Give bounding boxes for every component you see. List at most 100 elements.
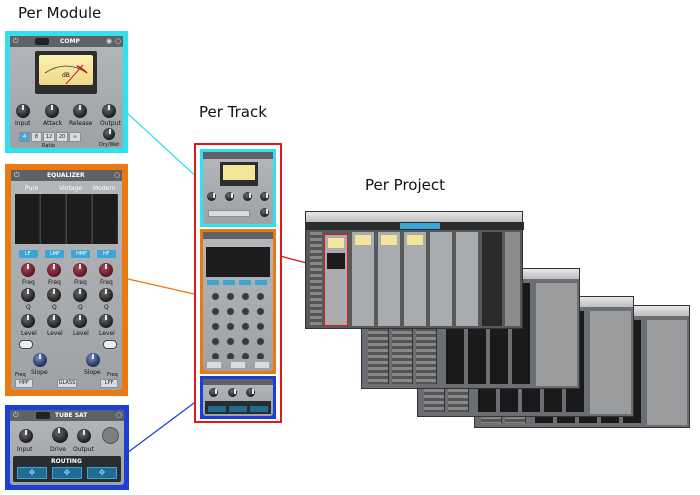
highshelf-toggle[interactable]: [103, 340, 117, 349]
mode-modern[interactable]: Modern: [93, 185, 116, 192]
release-knob[interactable]: [73, 104, 87, 118]
power-icon[interactable]: ⏻: [13, 411, 19, 419]
ratio-button-4[interactable]: 4: [19, 132, 30, 142]
eq-title: EQUALIZER: [47, 172, 85, 179]
level-knob[interactable]: [47, 314, 61, 328]
project-highlighted-track[interactable]: [324, 234, 348, 326]
comp-module[interactable]: ⏻ COMP ◉ ○ dB Input Attack Release Outpu…: [5, 31, 128, 153]
freq-label: Freq: [107, 372, 118, 378]
band-hmf-button[interactable]: HMF: [71, 250, 90, 258]
per-track-heading: Per Track: [199, 103, 267, 121]
comp-header: ⏻ COMP ◉ ○: [10, 36, 123, 47]
sat-connector: [126, 396, 203, 454]
bypass-toggle[interactable]: [36, 412, 50, 419]
drive-knob[interactable]: [52, 427, 68, 443]
close-icon[interactable]: ○: [116, 411, 123, 419]
eq-connector: [127, 278, 204, 297]
q-knob[interactable]: [99, 288, 113, 302]
routing-right-button[interactable]: ✥: [87, 467, 117, 479]
q-label: Q: [26, 304, 31, 311]
per-project-heading: Per Project: [365, 176, 445, 194]
comp-title: COMP: [60, 38, 80, 45]
band-lf-button[interactable]: LF: [19, 250, 38, 258]
level-label: Level: [73, 330, 89, 337]
hpf-slope-knob[interactable]: [33, 353, 47, 367]
q-label: Q: [78, 304, 83, 311]
sat-title: TUBE SAT: [55, 412, 88, 419]
slope-label: Slope: [31, 369, 48, 376]
input-knob[interactable]: [19, 429, 33, 443]
level-knob[interactable]: [73, 314, 87, 328]
output-knob[interactable]: [102, 104, 116, 118]
mode-pure[interactable]: Pure: [25, 185, 39, 192]
lpf-button[interactable]: LPF: [100, 379, 118, 388]
output-label: Output: [100, 120, 121, 127]
ratio-button-8[interactable]: 8: [31, 132, 42, 142]
glass-button[interactable]: GLASS: [57, 379, 77, 388]
settings-icon[interactable]: ◉: [106, 37, 113, 45]
comp-panel: ⏻ COMP ◉ ○ dB Input Attack Release Outpu…: [10, 36, 123, 149]
ratio-button-inf[interactable]: ∞: [69, 132, 81, 142]
freq-knob[interactable]: [21, 263, 35, 277]
sat-module[interactable]: ⏻ TUBE SAT ○ Input Drive Output ROUTING …: [5, 405, 129, 490]
track-vu-meter: [220, 162, 258, 186]
band-lmf-button[interactable]: LMF: [45, 250, 64, 258]
close-icon[interactable]: ○: [114, 171, 121, 179]
slope-label: Slope: [84, 369, 101, 376]
routing-center-button[interactable]: ✥: [52, 467, 82, 479]
freq-label: Freq: [22, 279, 35, 286]
hpf-button[interactable]: HPF: [15, 379, 33, 388]
freq-label: Freq: [15, 372, 26, 378]
track-strip[interactable]: [194, 143, 282, 423]
q-knob[interactable]: [73, 288, 87, 302]
level-knob[interactable]: [99, 314, 113, 328]
input-knob[interactable]: [16, 104, 30, 118]
output-label: Output: [73, 446, 94, 453]
freq-label: Freq: [48, 279, 61, 286]
eq-panel: ⏻ EQUALIZER ○ Pure Vintage Modern LF LMF…: [11, 170, 122, 390]
input-label: Input: [17, 446, 33, 453]
q-knob[interactable]: [47, 288, 61, 302]
output-knob[interactable]: [77, 429, 91, 443]
routing-bar: ROUTING ✥ ✥ ✥: [13, 456, 121, 482]
ratio-button-12[interactable]: 12: [43, 132, 55, 142]
drive-label: Drive: [50, 446, 66, 453]
band-hf-button[interactable]: HF: [97, 250, 116, 258]
vu-meter-unit: dB: [62, 72, 70, 79]
vu-meter: dB: [35, 51, 97, 94]
track-sat-module[interactable]: [200, 376, 276, 419]
freq-knob[interactable]: [99, 263, 113, 277]
close-icon[interactable]: ○: [115, 37, 122, 45]
drywet-knob[interactable]: [103, 128, 115, 140]
vu-meter-face: dB: [39, 55, 93, 85]
lowshelf-toggle[interactable]: [19, 340, 33, 349]
routing-left-button[interactable]: ✥: [17, 467, 47, 479]
q-label: Q: [52, 304, 57, 311]
freq-knob[interactable]: [73, 263, 87, 277]
release-label: Release: [69, 120, 93, 127]
level-label: Level: [21, 330, 37, 337]
freq-knob[interactable]: [47, 263, 61, 277]
level-label: Level: [47, 330, 63, 337]
lpf-slope-knob[interactable]: [86, 353, 100, 367]
attack-knob[interactable]: [45, 104, 59, 118]
eq-module[interactable]: ⏻ EQUALIZER ○ Pure Vintage Modern LF LMF…: [5, 164, 128, 396]
eq-curve-display[interactable]: [15, 194, 118, 244]
freq-label: Freq: [74, 279, 87, 286]
level-knob[interactable]: [21, 314, 35, 328]
ratio-button-20[interactable]: 20: [56, 132, 68, 142]
power-icon[interactable]: ⏻: [13, 37, 19, 45]
freq-label: Freq: [100, 279, 113, 286]
track-comp-module[interactable]: [200, 149, 276, 227]
project-window-1[interactable]: [305, 211, 524, 329]
q-knob[interactable]: [21, 288, 35, 302]
power-icon[interactable]: ⏻: [14, 171, 20, 179]
q-label: Q: [104, 304, 109, 311]
track-eq-module[interactable]: [200, 229, 276, 374]
bypass-toggle[interactable]: [35, 38, 49, 45]
track-eq-display: [206, 247, 270, 277]
eq-header: ⏻ EQUALIZER ○: [11, 170, 122, 181]
attack-label: Attack: [43, 120, 63, 127]
level-label: Level: [99, 330, 115, 337]
mode-vintage[interactable]: Vintage: [59, 185, 82, 192]
